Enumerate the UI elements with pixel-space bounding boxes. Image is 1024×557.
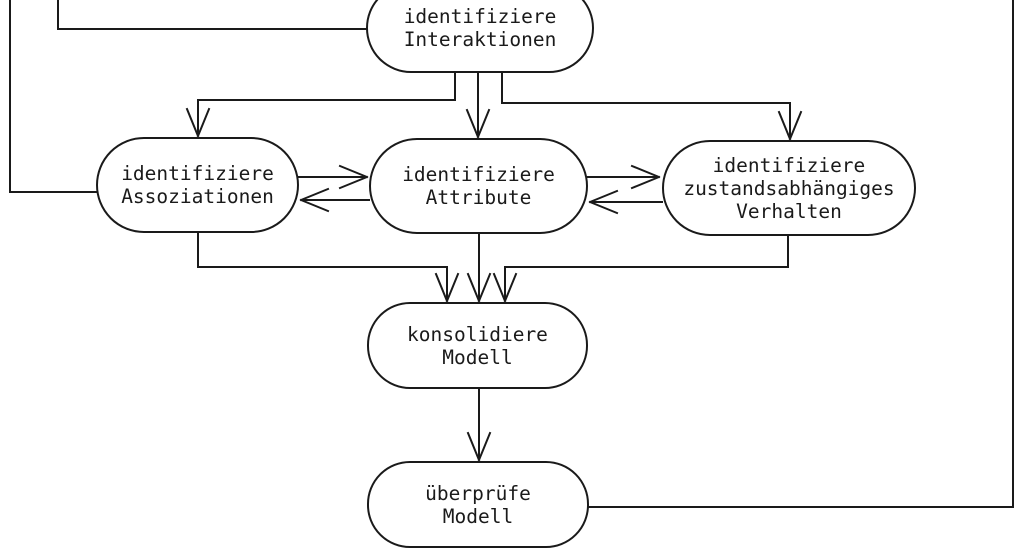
- edge-verhalten-konsolidiere: [492, 235, 789, 303]
- edge-assoziationen-konsolidiere: [197, 232, 460, 303]
- edge-interaktionen-assoziationen: [185, 71, 456, 138]
- edge-attribute-assoziationen: [299, 187, 370, 213]
- node-label: identifiziere zustandsabhängiges Verhalt…: [683, 153, 895, 223]
- edge-interaktionen-attribute: [465, 71, 491, 139]
- node-label: überprüfe Modell: [425, 481, 531, 528]
- edge-assoziationen-attribute: [298, 164, 369, 190]
- node-ueberpruefe-modell: überprüfe Modell: [367, 461, 589, 548]
- node-identifiziere-interaktionen: identifiziere Interaktionen: [366, 0, 594, 73]
- edge-attribute-verhalten: [587, 164, 661, 190]
- edge-ueberpruefe-offscreen: [588, 0, 1014, 508]
- edge-offscreen-to-interaktionen: [57, 0, 369, 30]
- edge-verhalten-attribute: [588, 189, 663, 215]
- node-label: identifiziere Assoziationen: [121, 162, 274, 208]
- node-konsolidiere-modell: konsolidiere Modell: [367, 302, 588, 389]
- edge-interaktionen-verhalten: [501, 71, 803, 141]
- edge-konsolidiere-ueberpruefe: [466, 388, 492, 462]
- node-label: konsolidiere Modell: [407, 322, 548, 369]
- node-identifiziere-assoziationen: identifiziere Assoziationen: [96, 137, 299, 233]
- edge-attribute-konsolidiere: [466, 233, 492, 303]
- node-label: identifiziere Attribute: [402, 163, 555, 209]
- node-label: identifiziere Interaktionen: [403, 5, 557, 51]
- node-identifiziere-zustandsabhaengiges-verhalten: identifiziere zustandsabhängiges Verhalt…: [662, 140, 916, 236]
- edge-offscreen-to-assoziationen: [9, 0, 99, 193]
- node-identifiziere-attribute: identifiziere Attribute: [369, 138, 588, 234]
